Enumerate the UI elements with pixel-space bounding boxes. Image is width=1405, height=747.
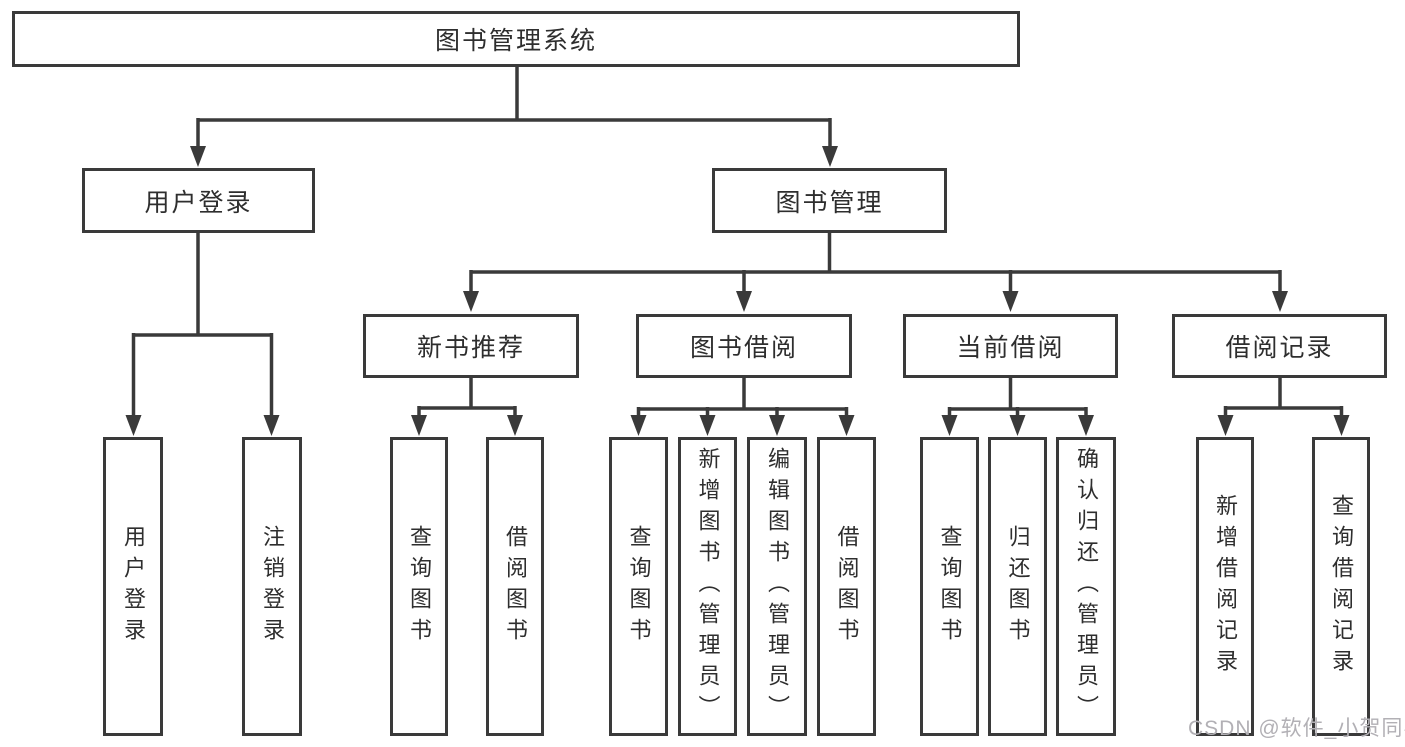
- watermark-csdn: CSDN @软件_小贺同学: [1188, 717, 1405, 740]
- node-book-borrowing: 图书借阅: [636, 314, 852, 378]
- leaf-return-books: 归还图书: [988, 437, 1047, 736]
- node-book-management-branch: 图书管理: [712, 168, 947, 233]
- leaf-edit-books-admin: 编辑图书（管理员）: [747, 437, 807, 736]
- leaf-query-borrow-record: 查询借阅记录: [1312, 437, 1370, 736]
- tree-connector-wires: [131, 67, 1344, 420]
- leaf-confirm-return-admin: 确认归还（管理员）: [1056, 437, 1116, 736]
- node-library-management-system: 图书管理系统: [12, 11, 1020, 67]
- node-new-book-recommend: 新书推荐: [363, 314, 579, 378]
- leaf-borrow-books-recommend: 借阅图书: [486, 437, 544, 736]
- node-borrowing-records: 借阅记录: [1172, 314, 1387, 378]
- leaf-query-books-borrowing: 查询图书: [609, 437, 668, 736]
- node-current-borrowing: 当前借阅: [903, 314, 1118, 378]
- leaf-borrow-books-borrowing: 借阅图书: [817, 437, 876, 736]
- leaf-query-books-recommend: 查询图书: [390, 437, 448, 736]
- node-user-login-branch: 用户登录: [82, 168, 315, 233]
- arrowheads: [125, 146, 1350, 436]
- leaf-add-books-admin: 新增图书（管理员）: [678, 437, 737, 736]
- leaf-logout: 注销登录: [242, 437, 302, 736]
- leaf-query-books-current: 查询图书: [920, 437, 979, 736]
- leaf-add-borrow-record: 新增借阅记录: [1196, 437, 1254, 736]
- leaf-user-login: 用户登录: [103, 437, 163, 736]
